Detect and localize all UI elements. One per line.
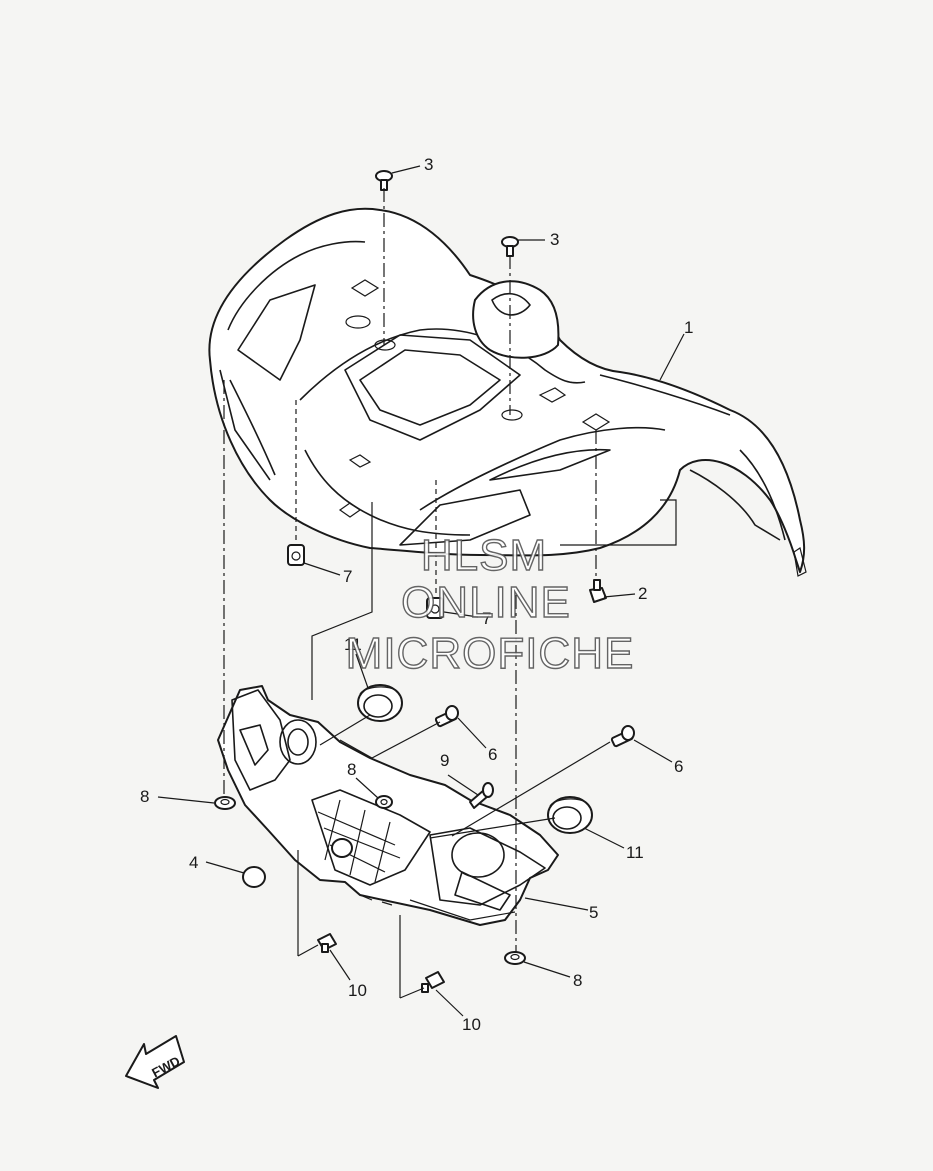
- screw-3-right: [501, 236, 519, 257]
- washer-8-center: [375, 795, 393, 809]
- watermark-line3: MICROFICHE: [346, 629, 635, 678]
- callout-labels: 3 3 1 2 7 7 11 6 6 9 8 8 4 11 5 8 10 10: [140, 155, 693, 1034]
- callout-8: 8: [140, 787, 149, 806]
- callout-7: 7: [482, 609, 491, 628]
- callout-8: 8: [573, 971, 582, 990]
- callout-6: 6: [674, 757, 683, 776]
- callout-9: 9: [440, 751, 449, 770]
- callout-leaders: [157, 165, 685, 1017]
- callout-7: 7: [343, 567, 352, 586]
- plug-4: [242, 866, 266, 888]
- callout-2: 2: [638, 584, 647, 603]
- callout-10: 10: [348, 981, 367, 1000]
- callout-3: 3: [424, 155, 433, 174]
- alignment-lines: [223, 188, 677, 999]
- bolt-6-right: [610, 725, 635, 748]
- callout-1: 1: [684, 318, 693, 337]
- watermark-line1: HLSM: [421, 531, 547, 580]
- callout-5: 5: [589, 903, 598, 922]
- callout-8: 8: [347, 760, 356, 779]
- clip-nut-7-right: [426, 597, 444, 619]
- bolt-10-left: [317, 933, 337, 953]
- bolt-2: [589, 579, 607, 603]
- callout-11: 11: [344, 635, 362, 654]
- grommet-11-left: [357, 684, 403, 722]
- front-fender: [208, 207, 807, 577]
- callout-10: 10: [462, 1015, 481, 1034]
- rivet-9: [469, 782, 494, 809]
- watermark: HLSM ONLINE MICROFICHE: [345, 530, 635, 678]
- callout-6: 6: [488, 745, 497, 764]
- bolt-6-left: [434, 705, 459, 728]
- callout-11: 11: [626, 843, 644, 862]
- screw-3-left: [375, 170, 393, 191]
- washer-8-bottom: [504, 951, 526, 965]
- bolt-10-right: [421, 971, 445, 993]
- callout-3: 3: [550, 230, 559, 249]
- watermark-line2: ONLINE: [401, 578, 571, 627]
- washer-8-left: [214, 796, 236, 810]
- fwd-arrow-icon: FWD: [125, 1035, 185, 1089]
- clip-nut-7-left: [287, 544, 305, 566]
- grommet-11-right: [547, 796, 593, 834]
- callout-4: 4: [189, 853, 198, 872]
